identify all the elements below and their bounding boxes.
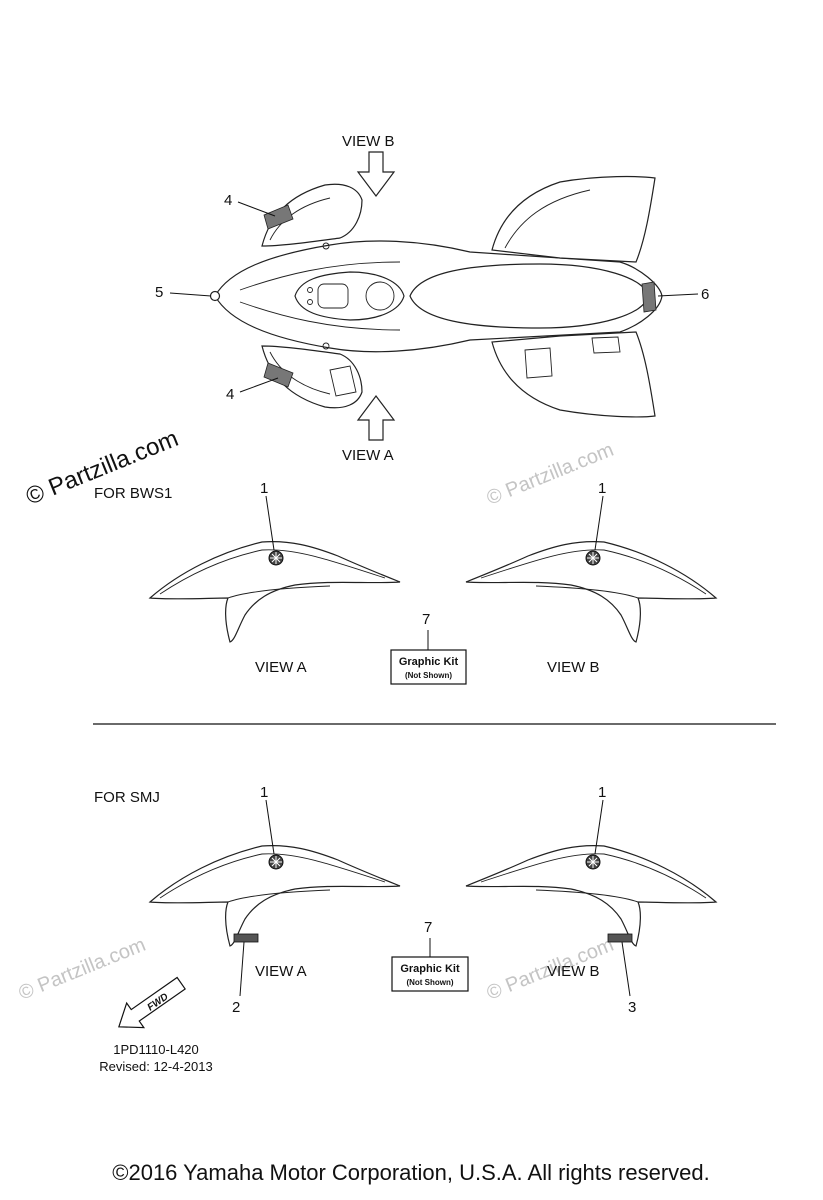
rear-fender-bottom xyxy=(491,331,656,418)
fwd-arrow-icon: FWD xyxy=(118,976,186,1029)
leader-line xyxy=(265,495,275,551)
decal-4-upper xyxy=(263,204,294,230)
front-fender-left-top xyxy=(261,183,363,247)
fender-shell xyxy=(465,845,718,947)
leader-line xyxy=(265,799,275,855)
fender-plate xyxy=(329,365,357,397)
fender-line xyxy=(159,549,386,595)
fender-line xyxy=(159,853,386,899)
callout-1: 1 xyxy=(260,480,268,497)
view-b-arrow xyxy=(356,151,396,197)
bolt xyxy=(322,342,330,350)
front-fender-left-bws xyxy=(148,541,401,643)
graphic-kit-title: Graphic Kit xyxy=(400,963,460,975)
fender-line xyxy=(535,585,639,599)
front-fender-left-smj xyxy=(148,845,401,947)
fender-shell xyxy=(465,541,718,643)
graphic-kit-box xyxy=(391,956,469,992)
watermark-light: © Partzilla.com xyxy=(16,934,149,1005)
seat xyxy=(409,263,649,329)
body-line xyxy=(239,261,401,291)
decal-4-lower xyxy=(263,362,294,388)
callout-2: 2 xyxy=(232,999,240,1016)
decal-6 xyxy=(641,281,657,313)
view-a-label: VIEW A xyxy=(342,447,394,464)
emblem-icon xyxy=(587,856,599,868)
view-a-arrow xyxy=(356,395,396,441)
nose-light xyxy=(209,290,221,302)
callout-7: 7 xyxy=(422,611,430,628)
tank-console xyxy=(294,271,405,321)
fender-line xyxy=(227,889,331,903)
console-knob xyxy=(307,299,313,305)
callout-1: 1 xyxy=(598,480,606,497)
front-fender-right-smj xyxy=(465,845,718,947)
fender-line xyxy=(227,585,331,599)
graphic-kit-title: Graphic Kit xyxy=(399,656,459,668)
leader-line xyxy=(594,799,604,855)
leader-line xyxy=(239,377,279,393)
decal-3 xyxy=(607,933,633,943)
section-label-bws: FOR BWS1 xyxy=(94,485,172,502)
view-a-label: VIEW A xyxy=(255,659,307,676)
watermark-group: © Partzilla.com © Partzilla.com © Partzi… xyxy=(16,425,617,1005)
callout-6: 6 xyxy=(701,286,709,303)
graphic-kit-box xyxy=(390,649,467,685)
drawing-code: 1PD1110-L420 xyxy=(113,1042,199,1057)
callout-4: 4 xyxy=(224,192,232,209)
view-b-label: VIEW B xyxy=(547,963,600,980)
copyright-footer: ©2016 Yamaha Motor Corporation, U.S.A. A… xyxy=(112,1160,709,1185)
front-fender-right-bws xyxy=(465,541,718,643)
callout-7: 7 xyxy=(424,919,432,936)
leader-line xyxy=(237,201,276,217)
top-view-body xyxy=(209,175,663,418)
callout-3: 3 xyxy=(628,999,636,1016)
leader-line xyxy=(657,293,699,297)
watermark-light: © Partzilla.com xyxy=(484,439,617,510)
fender-line xyxy=(480,549,707,595)
view-b-label: VIEW B xyxy=(547,659,600,676)
leader-line xyxy=(594,495,604,551)
callout-4: 4 xyxy=(226,386,234,403)
console-knob xyxy=(307,287,313,293)
fender-plate xyxy=(524,347,553,379)
fender-shell xyxy=(148,845,401,947)
view-b-label: VIEW B xyxy=(342,133,395,150)
section-label-smj: FOR SMJ xyxy=(94,789,160,806)
bolt xyxy=(322,242,330,250)
leader-line xyxy=(621,941,631,997)
decal-2 xyxy=(233,933,259,943)
callout-1: 1 xyxy=(598,784,606,801)
fender-line xyxy=(269,351,331,395)
body-line xyxy=(239,301,401,331)
callout-1: 1 xyxy=(260,784,268,801)
fender-line xyxy=(480,853,707,899)
fuel-cap xyxy=(365,281,395,311)
callout-5: 5 xyxy=(155,284,163,301)
emblem-icon xyxy=(270,552,282,564)
console-panel xyxy=(317,283,349,309)
fender-line xyxy=(269,197,331,241)
fender-plate xyxy=(591,336,621,354)
graphic-kit-subtitle: (Not Shown) xyxy=(406,978,453,987)
leader-line xyxy=(239,941,245,997)
leader-line xyxy=(169,292,212,297)
fender-line xyxy=(504,189,591,249)
fender-line xyxy=(535,889,639,903)
front-fender-left-bottom xyxy=(261,345,363,409)
revised-date: Revised: 12-4-2013 xyxy=(99,1059,212,1074)
graphic-kit-subtitle: (Not Shown) xyxy=(405,671,452,680)
view-a-label: VIEW A xyxy=(255,963,307,980)
emblem-icon xyxy=(587,552,599,564)
fender-shell xyxy=(148,541,401,643)
rear-fender-top xyxy=(491,175,656,263)
emblem-icon xyxy=(270,856,282,868)
